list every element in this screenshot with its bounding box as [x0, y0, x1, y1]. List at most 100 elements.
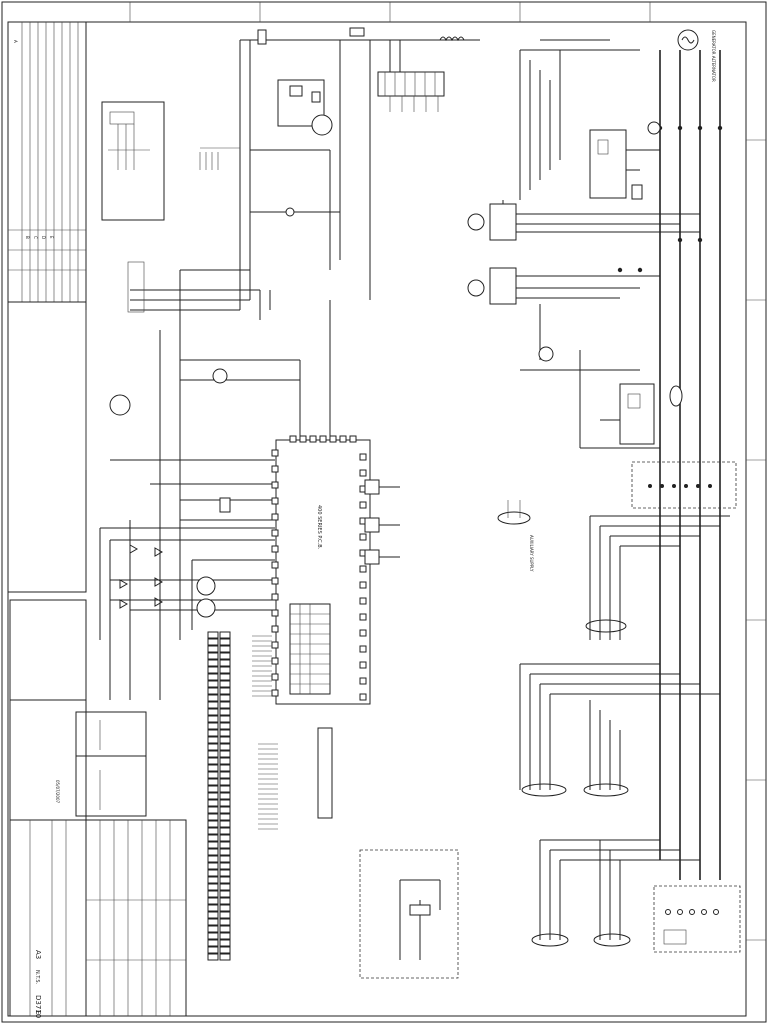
pcb-pin-top — [309, 435, 317, 443]
terminal-block — [207, 806, 219, 814]
terminal-block — [219, 638, 231, 646]
terminal-block — [207, 743, 219, 751]
revision-row-e: E — [49, 236, 54, 239]
terminal-block — [207, 925, 219, 933]
terminal-block — [219, 666, 231, 674]
terminal-block — [219, 876, 231, 884]
terminal-block — [207, 862, 219, 870]
terminal-block — [207, 701, 219, 709]
revision-row-d: D — [41, 236, 46, 239]
pcb-pin-top — [349, 435, 357, 443]
terminal-block — [207, 778, 219, 786]
terminal-block — [219, 750, 231, 758]
terminal-block-dashed — [631, 461, 737, 509]
terminal-block — [219, 855, 231, 863]
remote-option-box — [359, 849, 459, 979]
terminal-block — [207, 904, 219, 912]
terminal-block — [219, 694, 231, 702]
terminal-block — [207, 869, 219, 877]
terminal-block — [219, 687, 231, 695]
terminal-block — [207, 911, 219, 919]
pcb-pin-right — [359, 661, 367, 669]
terminal-block — [219, 841, 231, 849]
terminal-block — [219, 659, 231, 667]
terminal-block — [207, 708, 219, 716]
auxiliary-supply-label: AUXILIARY SUPPLY — [529, 535, 534, 572]
terminal-block — [219, 743, 231, 751]
terminal-block — [219, 757, 231, 765]
pcb-pin-left — [271, 593, 279, 601]
terminal-block — [207, 673, 219, 681]
terminal-block — [219, 883, 231, 891]
pcb-pin-left — [271, 497, 279, 505]
pcb-pin-left — [271, 609, 279, 617]
controller-pcb — [275, 439, 371, 705]
pcb-pin-top — [329, 435, 337, 443]
terminal-block — [219, 904, 231, 912]
terminal-block — [207, 841, 219, 849]
pcb-pin-right — [359, 565, 367, 573]
terminal-block — [207, 666, 219, 674]
pcb-pin-left — [271, 641, 279, 649]
external-terminals — [663, 909, 719, 945]
cable-sheaths — [521, 619, 631, 947]
title-block — [85, 819, 187, 1017]
terminal-block — [219, 911, 231, 919]
alternator-label: GENERATOR ALTERNATOR — [711, 30, 716, 82]
pcb-pin-left — [271, 689, 279, 697]
terminal-block — [207, 645, 219, 653]
pcb-pin-right — [359, 581, 367, 589]
terminal-block — [207, 631, 219, 639]
terminal-block — [219, 918, 231, 926]
scale-status: N.T.S. — [34, 970, 40, 985]
terminal-block — [219, 631, 231, 639]
terminal-block — [207, 680, 219, 688]
pcb-pin-right — [359, 629, 367, 637]
top-control-cluster — [199, 27, 480, 300]
terminal-block — [207, 659, 219, 667]
pcb-pin-left — [271, 465, 279, 473]
terminal-block — [207, 771, 219, 779]
pcb-pin-right — [359, 469, 367, 477]
terminal-block — [219, 834, 231, 842]
contactor-upper — [467, 200, 700, 241]
terminal-block — [207, 750, 219, 758]
pcb-pin-right — [359, 453, 367, 461]
terminal-block — [207, 785, 219, 793]
terminal-block — [207, 715, 219, 723]
terminal-block — [207, 757, 219, 765]
pcb-pin-left — [271, 545, 279, 553]
terminal-block — [207, 918, 219, 926]
pcb-pin-left — [271, 657, 279, 665]
pcb-pin-right — [359, 501, 367, 509]
drawing-number: D3710 — [34, 995, 42, 1018]
revision-row-b: B — [25, 236, 30, 239]
sheet-size: A3 — [34, 950, 42, 959]
terminal-block — [207, 792, 219, 800]
revision-table: A B C D E — [7, 21, 87, 303]
terminal-block — [207, 953, 219, 961]
pcb-pin-right — [359, 677, 367, 685]
terminal-strip — [207, 631, 231, 961]
pcb-pin-right — [359, 693, 367, 701]
terminal-block — [207, 932, 219, 940]
remote-option-wiring — [399, 879, 441, 960]
terminal-block — [207, 855, 219, 863]
terminal-block — [207, 827, 219, 835]
pcb-pin-left — [271, 481, 279, 489]
terminal-block — [219, 792, 231, 800]
control-wiring-left — [99, 40, 331, 700]
pcb-pin-top — [339, 435, 347, 443]
terminal-block — [219, 953, 231, 961]
revision-row-c: C — [33, 236, 38, 239]
terminal-block — [219, 799, 231, 807]
terminal-block — [207, 652, 219, 660]
terminal-block — [207, 694, 219, 702]
terminal-block — [219, 827, 231, 835]
upper-right-control — [519, 39, 661, 200]
terminal-block — [207, 813, 219, 821]
terminal-block — [219, 673, 231, 681]
auxiliary-supply-symbol — [497, 500, 531, 525]
terminal-block — [207, 834, 219, 842]
